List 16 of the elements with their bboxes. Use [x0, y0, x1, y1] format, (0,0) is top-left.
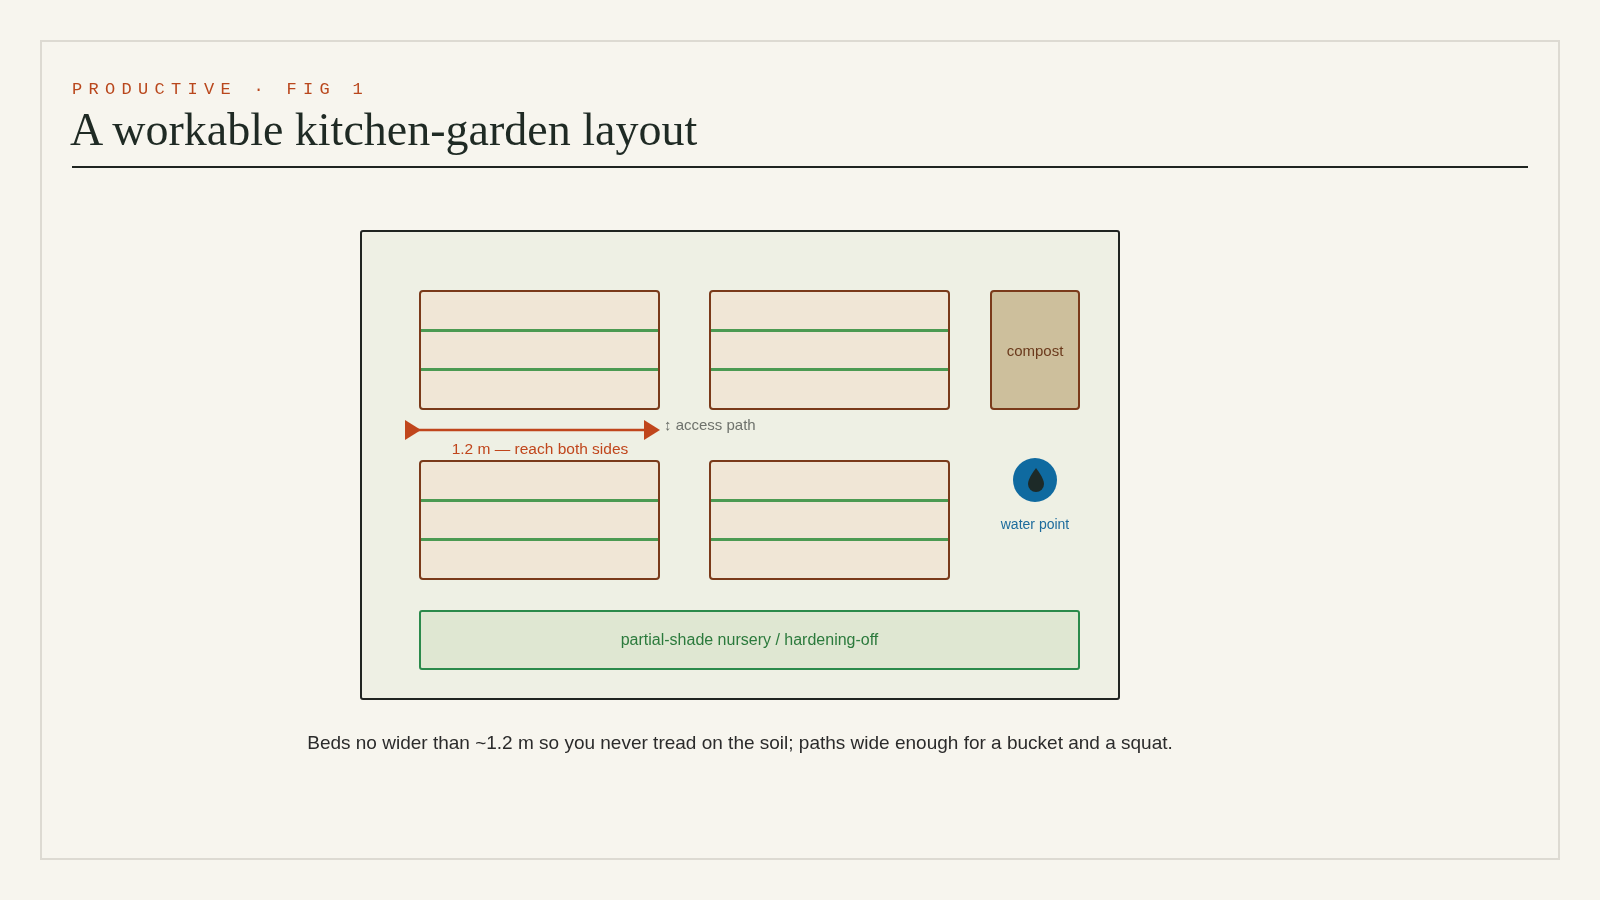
garden-plot: [360, 230, 1120, 700]
figure-title: A workable kitchen-garden layout: [70, 104, 698, 156]
figure-caption: Beds no wider than ~1.2 m so you never tread on the soil; paths wide enough for a bucket and a squat.: [307, 731, 1173, 754]
raised-bed: [419, 460, 660, 580]
raised-bed: [709, 290, 950, 410]
figure-eyebrow: PRODUCTIVE · FIG 1: [72, 80, 370, 100]
compost-area: [990, 290, 1080, 410]
node-caption: water point: [1000, 516, 1070, 533]
area-label: compost: [1006, 341, 1064, 359]
raised-bed: [419, 290, 660, 410]
raised-bed: [709, 460, 950, 580]
nursery-area: [419, 610, 1080, 670]
dimension-label: 1.2 m — reach both sides: [451, 440, 629, 458]
water-drop-icon: [1013, 458, 1057, 502]
area-label: partial-shade nursery / hardening-off: [620, 631, 879, 649]
path-label: ↕ access path: [664, 416, 756, 434]
